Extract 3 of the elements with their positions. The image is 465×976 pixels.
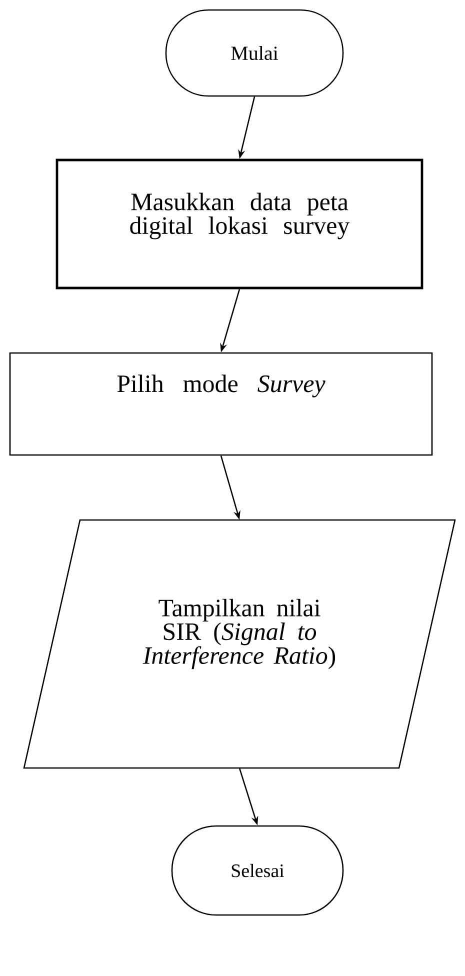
process-box: Masukkan data peta digital lokasi survey [56,158,424,290]
output-parallelogram: Tampilkan nilai SIR (Signal to Interference Ratio) [23,519,456,769]
process-box: Pilih mode Survey [9,352,433,456]
